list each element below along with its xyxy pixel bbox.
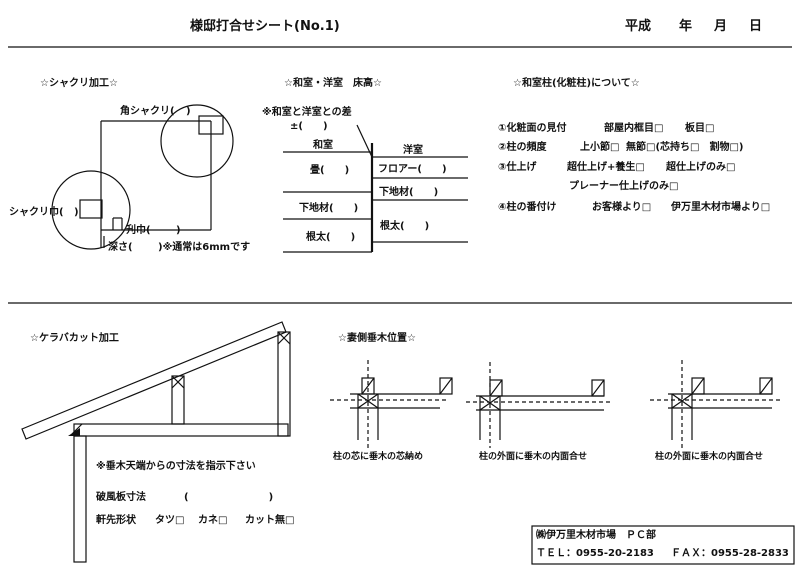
neda-right-field: 根太( ) xyxy=(380,221,430,232)
tsuma-detail-2 xyxy=(466,362,612,448)
flooring-field: フロアー( ) xyxy=(378,164,447,175)
pillar-r2-opt2: 無節□(芯持ち□ 割物□) xyxy=(626,142,744,153)
shakuri-width-label: シャクリ巾( xyxy=(9,207,64,218)
footer-tel: ＴＥＬ：0955-20-2183 xyxy=(536,548,654,559)
eave-opt-tatsu: タツ□ xyxy=(155,515,185,526)
tsuma-detail-3 xyxy=(650,360,780,448)
pillar-r1-opt2: 板目□ xyxy=(685,123,715,134)
eave-opt-kane: カネ□ xyxy=(198,515,228,526)
pillar-r3-label: ③仕上げ xyxy=(498,162,537,173)
tsuma-caption-1: 柱の芯に垂木の芯納め xyxy=(333,452,424,462)
pillar-r2-opt1: 上小節□ xyxy=(580,142,620,153)
tsuma-detail-1 xyxy=(330,360,453,448)
depth-note: )※通常は6mmです xyxy=(158,242,251,253)
pillar-r2-label: ②柱の頻度 xyxy=(498,142,547,153)
shitaji-right-field: 下地材( ) xyxy=(379,187,439,198)
eave-opt-none: カット無□ xyxy=(245,515,295,526)
cut-width-close: ) xyxy=(176,225,181,236)
floor-diff-label: ※和室と洋室との差 xyxy=(262,107,352,118)
date-month: 月 xyxy=(714,19,728,34)
corner-shakuri-close: ) xyxy=(186,106,191,117)
floor-diagram xyxy=(283,124,468,253)
fascia-label: 破風板寸法 xyxy=(96,492,146,503)
fascia-value: ( ) xyxy=(184,492,274,503)
shitaji-left-field: 下地材( ) xyxy=(299,203,359,214)
keraba-title: ☆ケラバカット加工 xyxy=(30,333,119,344)
tatami-field: 畳( ) xyxy=(310,165,350,176)
eave-label: 軒先形状 xyxy=(96,515,136,526)
pillar-r1-label: ①化粧面の見付 xyxy=(498,123,567,134)
youshitsu-header: 洋室 xyxy=(403,145,423,156)
keraba-note: ※垂木天端からの寸法を指示下さい xyxy=(96,461,256,472)
pillar-r4-opt2: 伊万里木材市場より□ xyxy=(671,202,771,213)
tsuma-title: ☆妻側垂木位置☆ xyxy=(338,333,416,344)
tsuma-caption-3: 柱の外面に垂木の内面合せ xyxy=(655,452,764,462)
date-era: 平成 xyxy=(625,19,652,34)
pillar-r1-opt1: 部屋内框目□ xyxy=(604,123,664,134)
footer-company: ㈱伊万里木材市場 ＰＣ部 xyxy=(536,530,656,541)
pillar-r3-opt2: 超仕上げのみ□ xyxy=(666,162,736,173)
shakuri-title: ☆シャクリ加工☆ xyxy=(40,78,118,89)
pillar-r3-opt1: 超仕上げ+養生□ xyxy=(567,162,645,173)
corner-shakuri-label: 角シャクリ( xyxy=(120,106,175,117)
pillar-title: ☆和室柱(化粧柱)について☆ xyxy=(513,78,640,89)
shakuri-width-close: ) xyxy=(74,207,79,218)
date-day: 日 xyxy=(749,19,763,34)
neda-left-field: 根太( ) xyxy=(306,232,356,243)
floor-diff-value: ±( ) xyxy=(290,121,328,132)
tsuma-caption-2: 柱の外面に垂木の内面合せ xyxy=(479,452,588,462)
pillar-r3-opt3: プレーナー仕上げのみ□ xyxy=(569,181,679,192)
washitsu-header: 和室 xyxy=(313,140,333,151)
pillar-r4-label: ④柱の番付け xyxy=(498,202,557,213)
pillar-r4-opt1: お客様より□ xyxy=(592,202,652,213)
date-year: 年 xyxy=(679,19,693,34)
sheet-title: 様邸打合せシート(No.1) xyxy=(190,19,340,34)
keraba-corner-mark xyxy=(68,428,80,436)
footer-box xyxy=(531,525,795,565)
shakuri-diagram xyxy=(51,104,234,250)
floor-title: ☆和室・洋室 床高☆ xyxy=(284,78,382,89)
cut-width-label: 刋巾( xyxy=(126,225,151,236)
keraba-diagram xyxy=(21,321,291,563)
footer-fax: ＦＡＸ：0955-28-2833 xyxy=(671,548,789,559)
depth-label: 深さ( xyxy=(108,242,133,253)
